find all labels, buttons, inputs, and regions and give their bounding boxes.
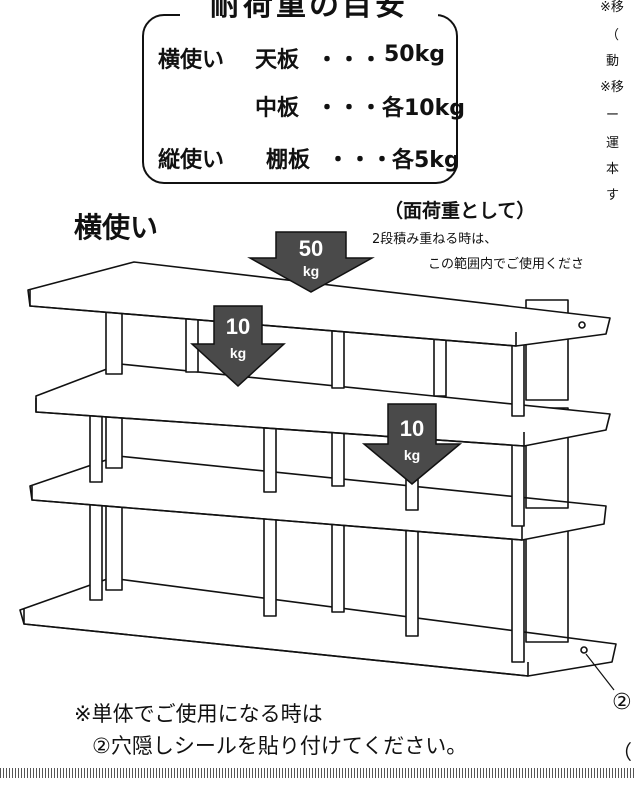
side-note-3: 動 <box>606 54 620 69</box>
top-board-load: 50kg <box>384 42 445 67</box>
side-note-4: ※移 <box>600 80 624 95</box>
side-note-6: 運 <box>606 136 620 151</box>
side-note-7: 本 <box>606 162 620 177</box>
middle-board-load: 各10kg <box>382 96 465 121</box>
orientation-vertical-label: 縦使い <box>158 148 225 173</box>
middle-board-dots: ・・・ <box>316 96 383 121</box>
middle-board-label: 中板 <box>255 96 300 121</box>
arrow-10-right-value: 10 <box>400 416 424 441</box>
arrow-10-right-unit: kg <box>404 447 420 463</box>
load-capacity-title: 耐荷重の目安 <box>180 0 438 28</box>
side-note-8: す <box>606 188 620 203</box>
arrow-10-left-value: 10 <box>226 314 250 339</box>
side-note-2: （ <box>606 28 620 43</box>
top-board-label: 天板 <box>255 48 300 73</box>
bottom-divider <box>0 768 636 778</box>
stack-note-1: 2段積み重ねる時は、 <box>372 232 498 247</box>
arrow-10-left-unit: kg <box>230 345 246 361</box>
callout-number: ② <box>612 690 632 715</box>
shelf-board-load: 各5kg <box>392 148 460 173</box>
shelf-board-dots: ・・・ <box>327 148 394 173</box>
side-note-1: ※移 <box>600 0 624 15</box>
surface-load-label: （面荷重として） <box>384 200 536 222</box>
stack-note-2: この範囲内でご使用くださ <box>428 257 585 272</box>
orientation-horizontal-label: 横使い <box>158 48 225 73</box>
figure-heading: 横使い <box>74 211 159 244</box>
load-arrow-50 <box>247 231 375 293</box>
top-board-dots: ・・・ <box>316 48 383 73</box>
arrow-50-unit: kg <box>303 263 319 279</box>
caption-line-2: ②穴隠しシールを貼り付けてください。 <box>92 734 468 758</box>
arrow-50-value: 50 <box>299 236 323 261</box>
load-arrow-10-left <box>190 305 286 388</box>
shelf-board-label: 棚板 <box>266 148 311 173</box>
load-arrow-10-right <box>361 403 463 485</box>
caption-line-1: ※単体でご使用になる時は <box>74 702 323 726</box>
side-note-5: ー <box>606 108 620 123</box>
callout-bottom: （ <box>612 740 632 764</box>
